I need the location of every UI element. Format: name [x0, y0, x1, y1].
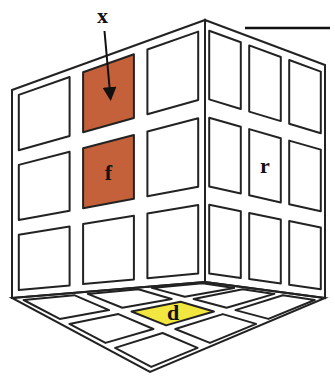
facelet	[147, 205, 198, 278]
facelet	[209, 31, 241, 109]
facelet	[147, 118, 198, 196]
facelet-letter: r	[260, 155, 270, 177]
pointer-arrow	[105, 31, 111, 98]
rule-line	[245, 27, 330, 30]
facelet	[209, 205, 241, 278]
face-outline	[12, 20, 205, 298]
facelet	[289, 221, 321, 289]
facelet-letter: f	[105, 162, 112, 184]
facelet	[249, 129, 281, 202]
facelet	[147, 32, 198, 115]
facelet	[69, 314, 153, 343]
callout-letter: x	[97, 5, 108, 27]
facelet	[83, 216, 134, 284]
facelet	[24, 295, 110, 319]
facelet	[19, 77, 70, 150]
facelet	[289, 60, 321, 133]
facelet	[175, 314, 256, 343]
facelet	[115, 333, 198, 367]
facelet-letter: d	[167, 302, 179, 324]
facelet	[209, 118, 241, 194]
facelet	[289, 141, 321, 212]
facelet	[249, 213, 281, 284]
facelet	[83, 135, 134, 208]
facelet	[249, 45, 281, 121]
facelet	[19, 152, 70, 220]
facelet	[19, 226, 70, 290]
face-outline	[12, 282, 325, 372]
face-outline	[205, 20, 325, 298]
